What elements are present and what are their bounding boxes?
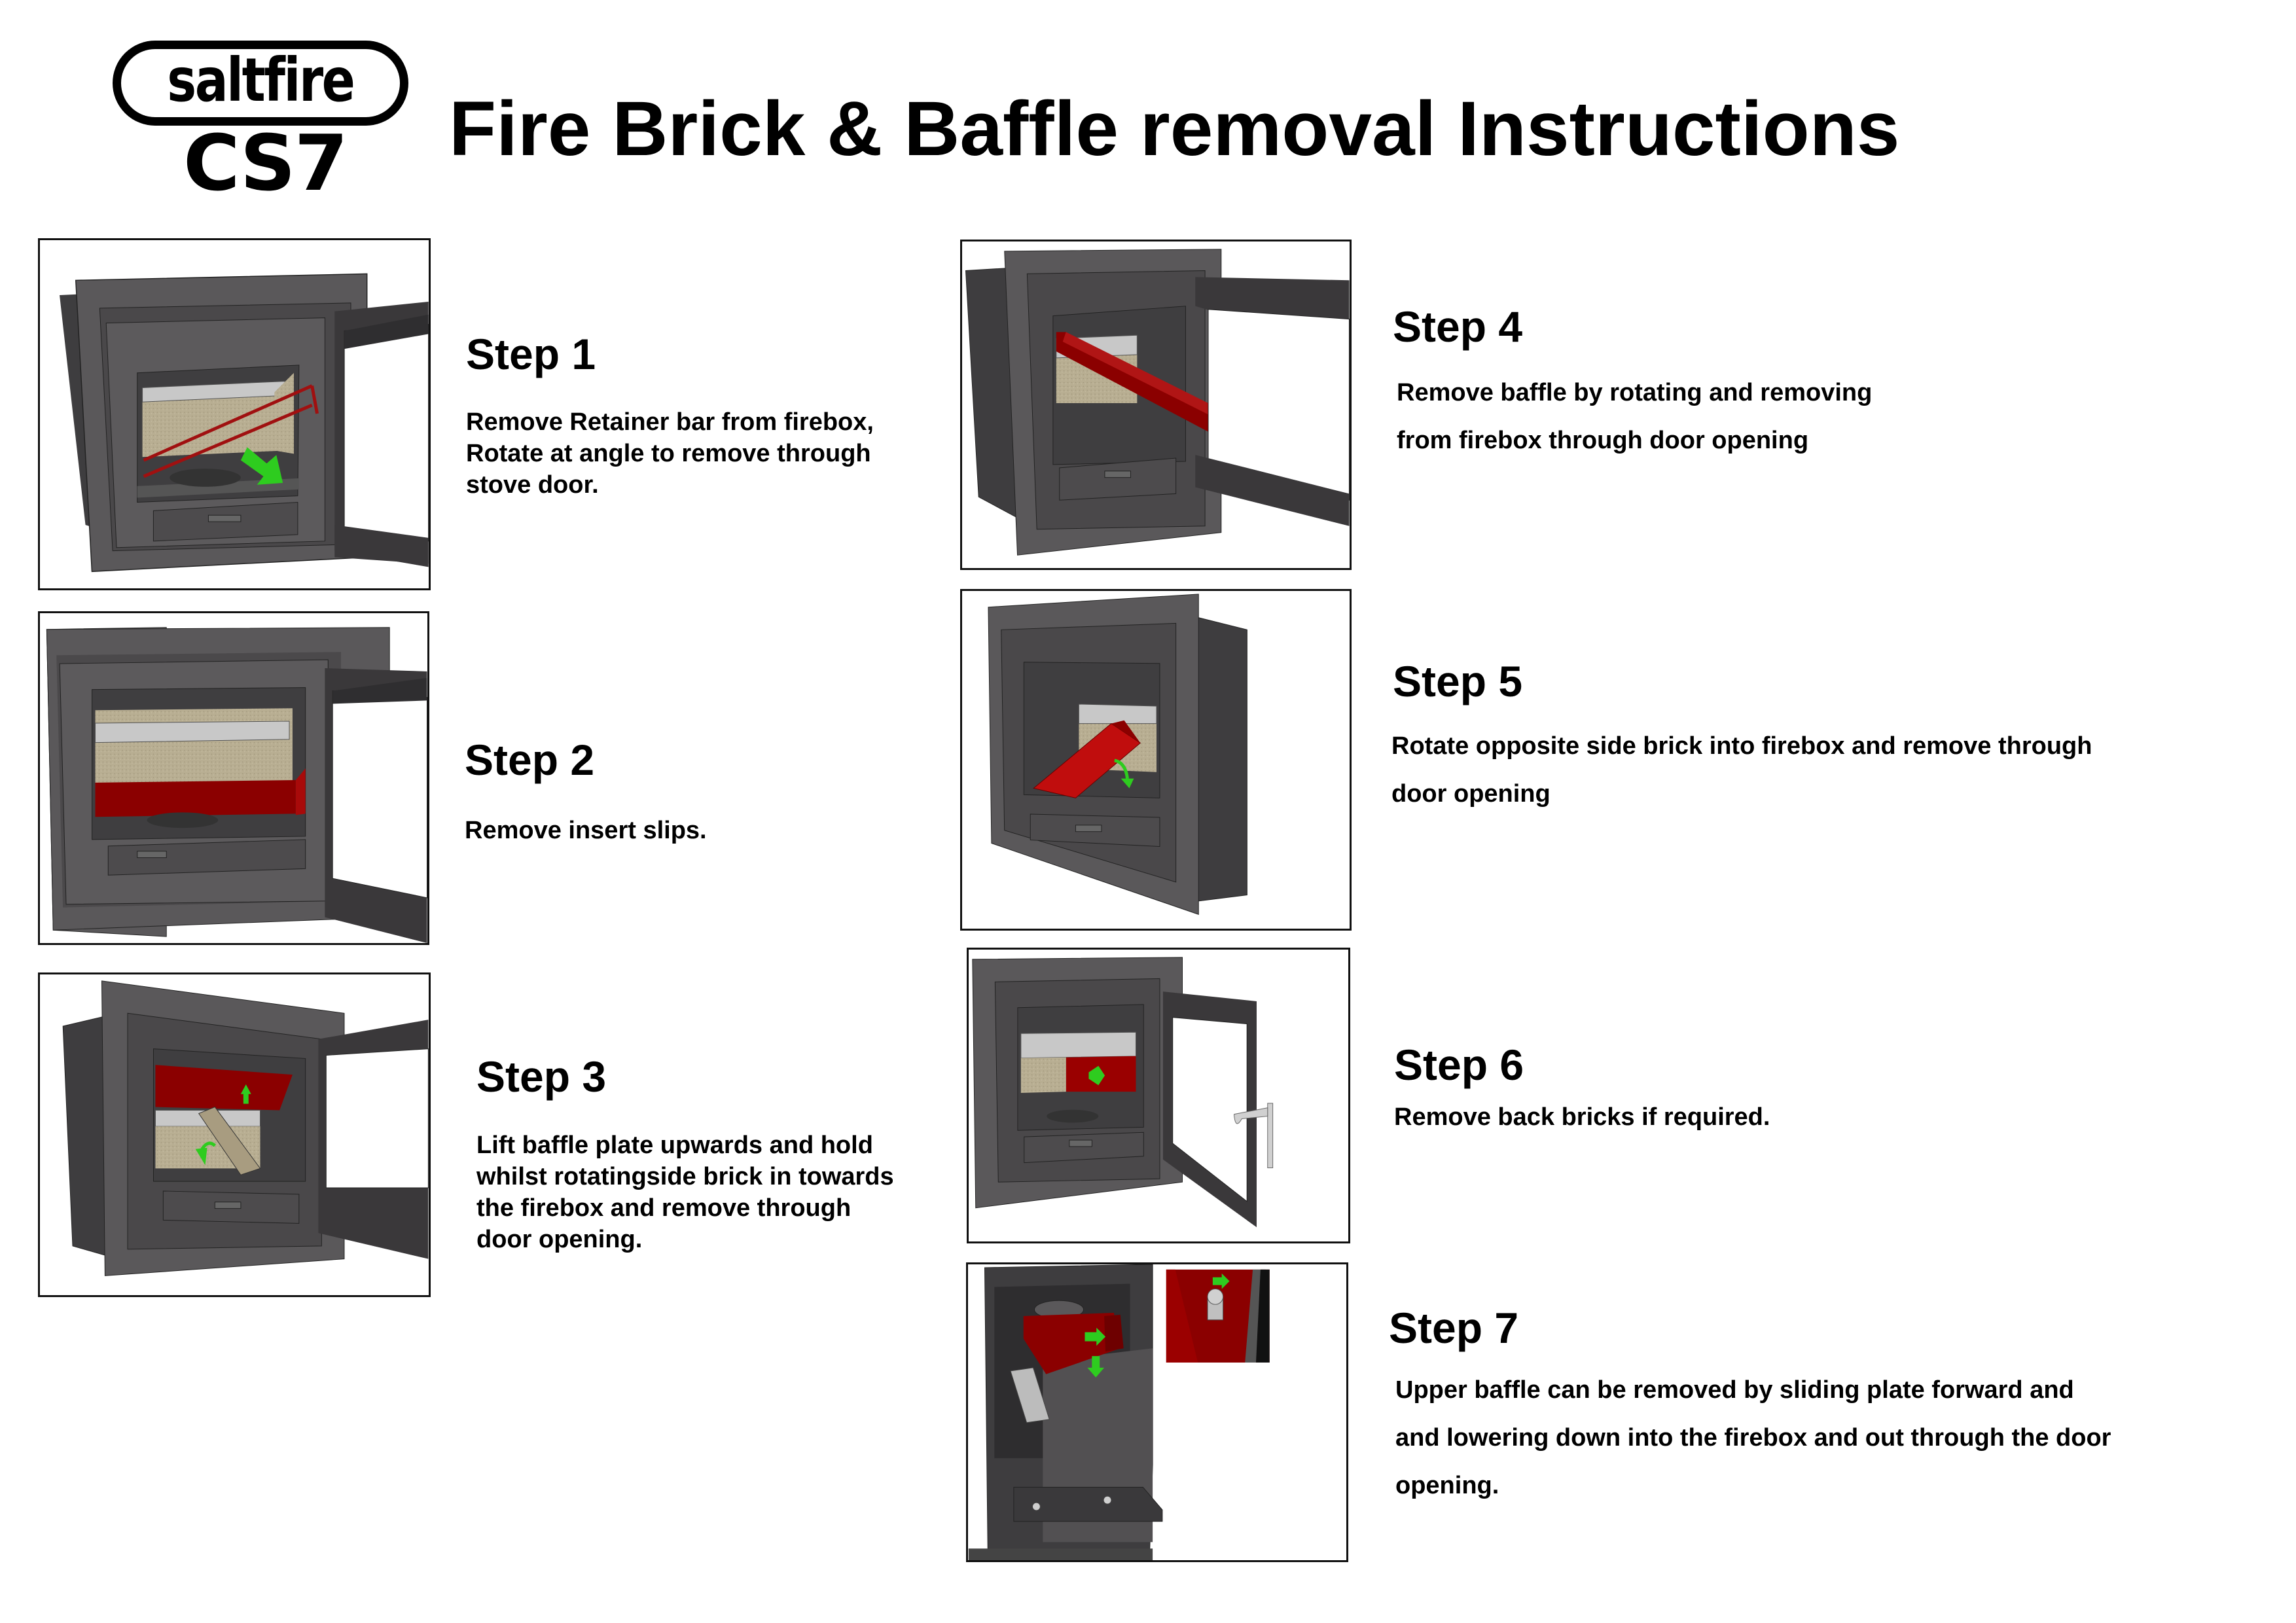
step-4-text: Remove baffle by rotating and removing f… — [1397, 379, 1873, 454]
step-5-title: Step 5 — [1393, 657, 1523, 705]
step-3-text: Lift baffle plate upwards and hold whils… — [476, 1132, 894, 1253]
step-2-title: Step 2 — [465, 736, 595, 784]
step-1-text: Remove Retainer bar from firebox, Rotate… — [466, 408, 874, 499]
model-name: CS7 — [183, 118, 348, 208]
brand-logo: saltfire — [113, 41, 408, 126]
step-7-text: Upper baffle can be removed by sliding p… — [1395, 1376, 2111, 1499]
stove-insert-slips-illustration — [46, 627, 427, 943]
step-6-image — [967, 948, 1350, 1243]
step-2-text: Remove insert slips. — [465, 817, 707, 844]
step-7-image — [966, 1262, 1348, 1562]
step-7-title: Step 7 — [1389, 1304, 1519, 1352]
step-2-image — [38, 611, 429, 945]
step-6-text: Remove back bricks if required. — [1394, 1103, 1770, 1131]
stove-retainer-bar-illustration — [60, 273, 429, 573]
step-3-image — [38, 972, 431, 1297]
step-5-text: Rotate opposite side brick into firebox … — [1391, 732, 2092, 808]
step-4-image — [960, 240, 1352, 570]
step-1-image — [38, 238, 431, 590]
step-1-title: Step 1 — [466, 330, 596, 378]
step-5-image — [960, 589, 1352, 931]
step-6-title: Step 6 — [1394, 1041, 1524, 1089]
page-title: Fire Brick & Baffle removal Instructions — [449, 86, 1900, 172]
stove-baffle-removal-illustration — [965, 249, 1350, 556]
stove-back-bricks-illustration — [972, 957, 1274, 1228]
stove-side-brick-illustration — [988, 594, 1247, 915]
step-3-title: Step 3 — [476, 1052, 607, 1101]
brand-name: saltfire — [167, 45, 355, 115]
stove-baffle-lift-illustration — [62, 980, 429, 1276]
step-4-title: Step 4 — [1393, 302, 1523, 351]
stove-upper-baffle-illustration — [968, 1264, 1270, 1560]
